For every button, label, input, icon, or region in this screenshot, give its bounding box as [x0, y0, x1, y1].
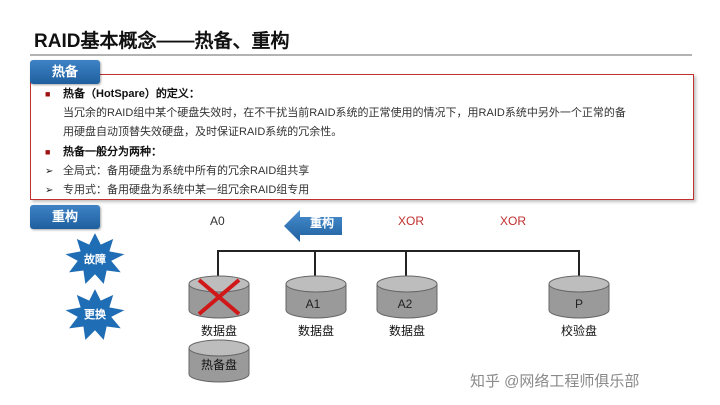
bus-drop-3 — [405, 250, 407, 280]
label-a0: A0 — [210, 214, 225, 228]
fault-burst-label: 故障 — [84, 254, 106, 266]
hotspare-tag: 热备 — [30, 60, 100, 84]
replace-burst-icon — [62, 288, 128, 342]
watermark: 知乎 @网络工程师俱乐部 — [470, 373, 640, 390]
hotspare-definition-box: ■ 热备（HotSpare）的定义： 当冗余的RAID组中某个硬盘失效时，在不干扰… — [30, 74, 694, 200]
disk-caption-3: 数据盘 — [388, 324, 425, 338]
data-disk-icon — [376, 275, 438, 319]
slide-title: RAID基本概念——热备、重构 — [34, 31, 290, 52]
data-disk-icon — [285, 275, 347, 319]
raid-bus-line — [217, 250, 579, 252]
disk-caption-1: 数据盘 — [200, 324, 237, 338]
bullet-square-icon: ■ — [45, 147, 51, 157]
fault-burst-icon — [62, 232, 128, 286]
failed-data-disk-icon — [188, 275, 250, 319]
rebuild-arrow-icon — [284, 210, 342, 242]
bus-drop-2 — [314, 250, 316, 280]
hotspare-disk-label: 热备盘 — [200, 358, 237, 372]
disk-caption-2: 数据盘 — [297, 324, 334, 338]
disk-label-p: P — [574, 297, 583, 311]
bullet-arrow-icon: ➢ — [45, 185, 54, 196]
hotspare-type-text: 全局式：备用硬盘为系统中所有的冗余RAID组共享 — [63, 165, 310, 177]
rebuild-tag: 重构 — [30, 205, 100, 229]
hotspare-type-global: ➢ 全局式：备用硬盘为系统中所有的冗余RAID组共享 — [45, 162, 309, 178]
bus-drop-4 — [578, 250, 580, 280]
parity-disk-icon — [548, 275, 610, 319]
bullet-square-icon: ■ — [45, 89, 51, 99]
label-xor-1: XOR — [398, 214, 425, 228]
disk-label-a2: A2 — [397, 297, 413, 311]
hotspare-definition-line2: 用硬盘自动顶替失效硬盘，及时保证RAID系统的冗余性。 — [63, 126, 343, 138]
hotspare-types-heading: 热备一般分为两种： — [63, 146, 162, 158]
disk-label-a1: A1 — [305, 297, 321, 311]
hotspare-definition-line1: 当冗余的RAID组中某个硬盘失效时，在不干扰当前RAID系统的正常使用的情况下，… — [63, 107, 626, 119]
hotspare-heading-line: ■ 热备（HotSpare）的定义： — [45, 85, 200, 101]
bus-drop-1 — [217, 250, 219, 280]
bullet-arrow-icon: ➢ — [45, 166, 54, 177]
title-divider — [30, 54, 692, 56]
hotspare-type-text: 专用式：备用硬盘为系统中某一组冗余RAID组专用 — [63, 184, 310, 196]
replace-burst-label: 更换 — [84, 309, 106, 321]
rebuild-arrow-label: 重构 — [309, 216, 334, 230]
hotspare-disk-icon — [188, 339, 250, 383]
hotspare-type-dedicated: ➢ 专用式：备用硬盘为系统中某一组冗余RAID组专用 — [45, 181, 309, 197]
disk-caption-4: 校验盘 — [560, 324, 597, 338]
hotspare-types-heading-line: ■ 热备一般分为两种： — [45, 143, 162, 159]
hotspare-heading: 热备（HotSpare）的定义： — [63, 88, 200, 100]
label-xor-2: XOR — [500, 214, 527, 228]
